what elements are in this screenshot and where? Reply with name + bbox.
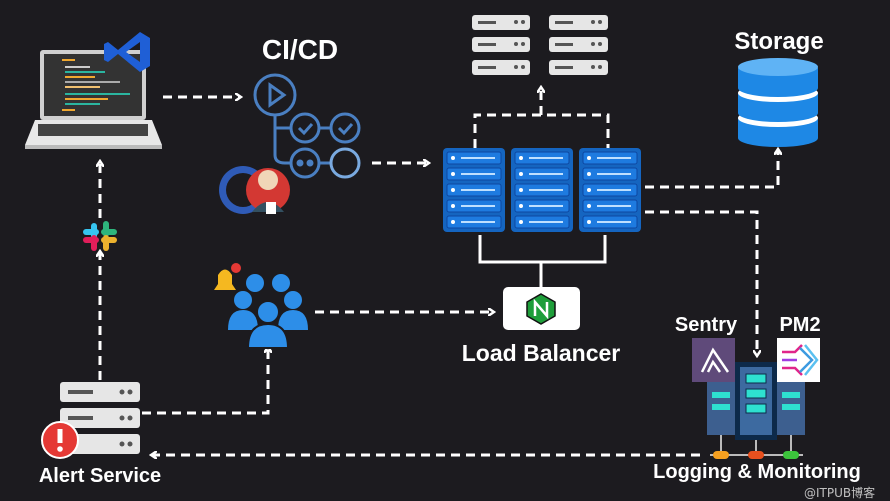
users-icon [228, 274, 308, 349]
bracket-top [473, 88, 610, 148]
bracket-bottom [478, 235, 607, 287]
arrow-servers-to-storage [645, 150, 778, 189]
app-server-rack [443, 148, 505, 232]
database-icon [738, 58, 818, 147]
sentry-icon [692, 338, 735, 382]
bell-icon [214, 263, 241, 290]
watermark: @ITPUB博客 [804, 486, 876, 500]
pm2-icon [777, 338, 820, 382]
laptop-icon [25, 50, 162, 149]
pipeline-icon [253, 73, 361, 179]
storage-title: Storage [734, 28, 824, 55]
vscode-icon [104, 32, 150, 72]
arrow-servers-to-monitoring [645, 210, 757, 355]
cicd-title: CI/CD [261, 34, 339, 65]
nginx-icon [503, 287, 580, 330]
load-balancer-label: Load Balancer [461, 340, 621, 366]
arrow-alert-to-users [142, 348, 268, 415]
alert-service-label: Alert Service [38, 465, 162, 487]
pm2-label: PM2 [779, 314, 821, 336]
app-server-rack [511, 148, 573, 232]
alert-icon [41, 421, 79, 459]
connectors [100, 88, 778, 455]
server-icon [60, 382, 140, 454]
slack-icon [83, 221, 117, 251]
logging-label: Logging & Monitoring [653, 461, 861, 483]
sentry-label: Sentry [674, 314, 738, 336]
server-rack-icon [443, 148, 641, 232]
monitoring-servers-icon [707, 362, 805, 459]
server-pool-top [472, 15, 608, 75]
jenkins-icon [246, 168, 290, 214]
app-server-rack [579, 148, 641, 232]
